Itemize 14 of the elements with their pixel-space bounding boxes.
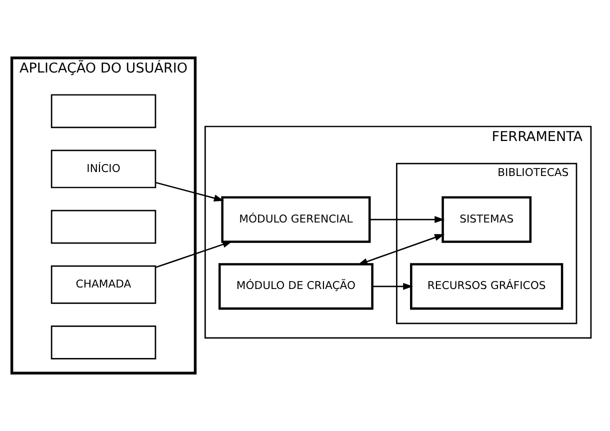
node-box — [50, 326, 156, 360]
arrow — [155, 182, 224, 202]
node-box: RECURSOS GRÁFICOS — [410, 263, 564, 310]
node-box: SISTEMAS — [442, 196, 532, 243]
node-box: INÍCIO — [50, 150, 156, 188]
arrow — [155, 241, 233, 268]
node-box: MÓDULO DE CRIAÇÃO — [218, 263, 374, 310]
node-box: MÓDULO GERENCIAL — [221, 196, 371, 243]
arrow — [370, 216, 445, 224]
node-box — [50, 94, 156, 128]
node-box — [50, 210, 156, 244]
arrow — [358, 234, 445, 265]
arrow — [372, 282, 414, 290]
node-box: CHAMADA — [50, 265, 156, 304]
